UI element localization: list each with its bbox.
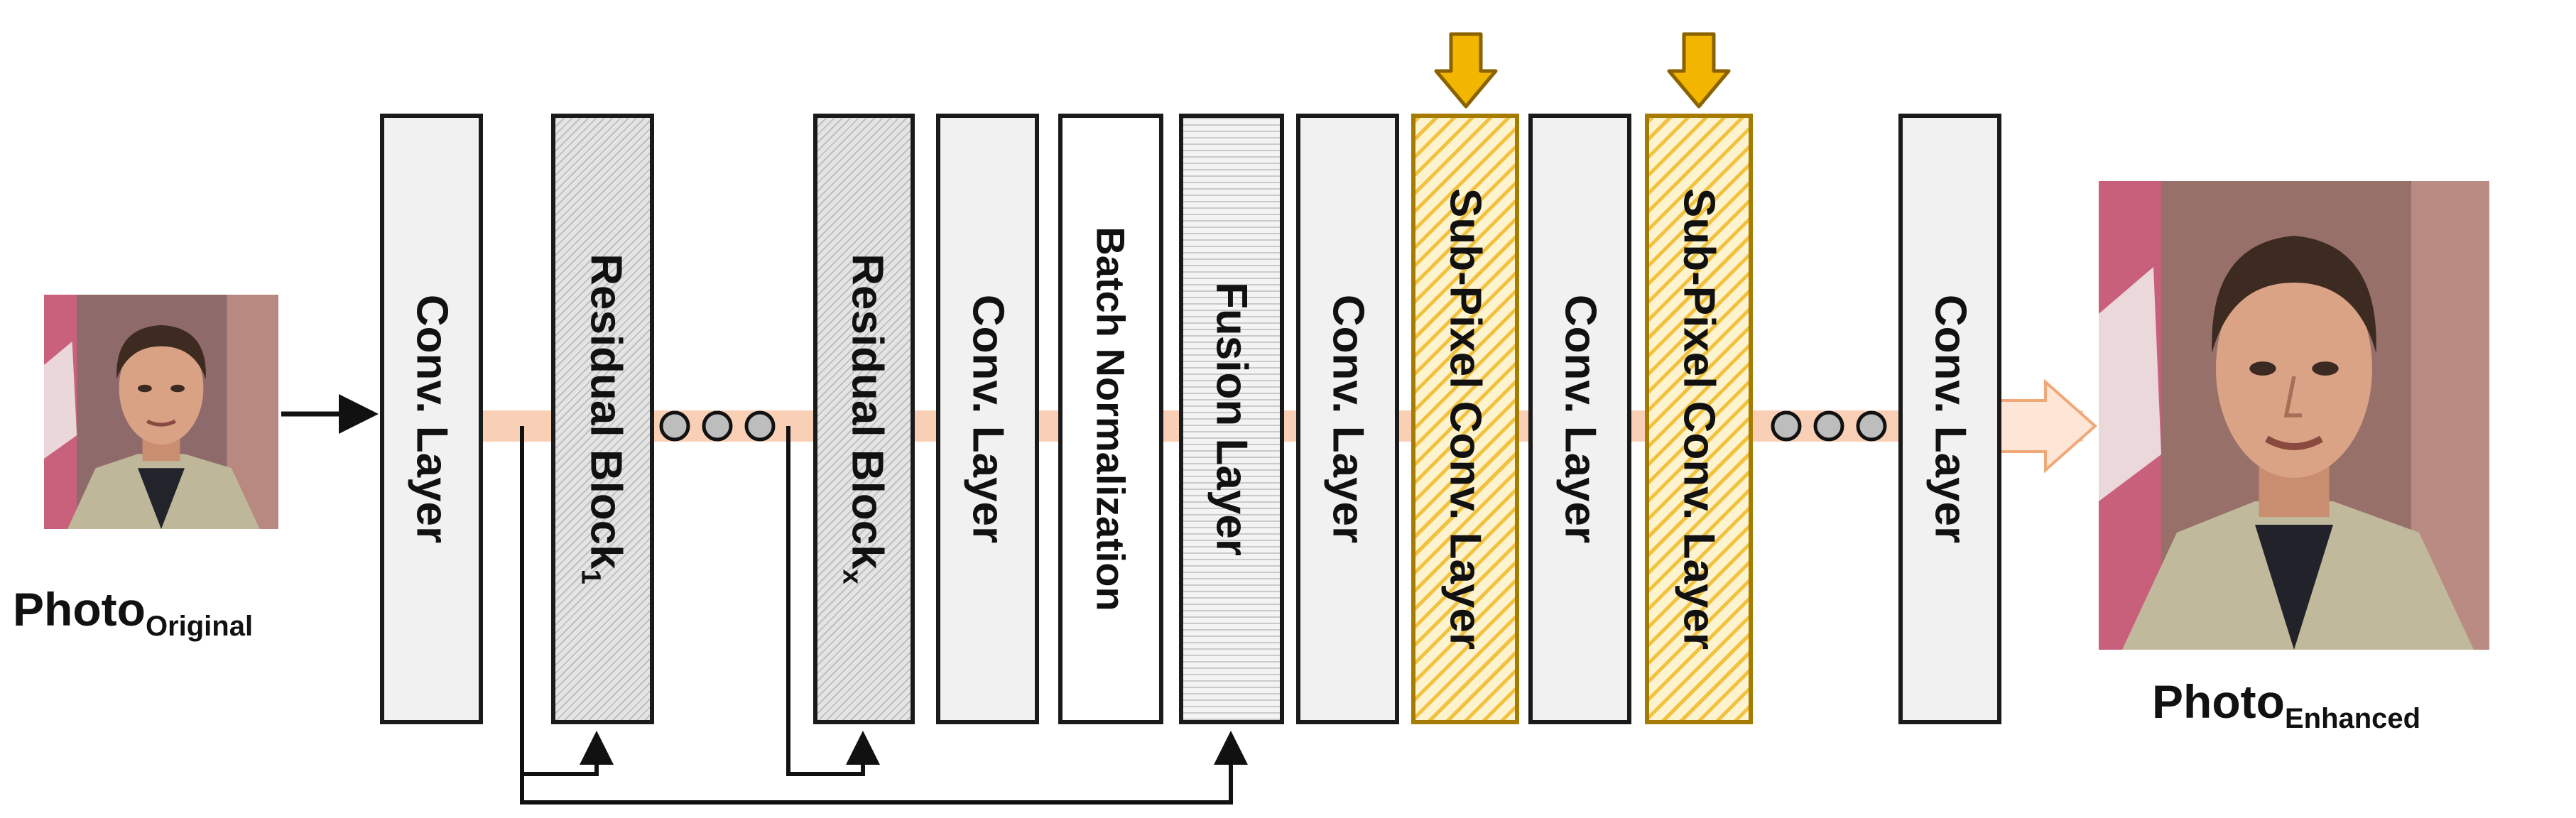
batch-normalization-block: Batch Normalization <box>1058 114 1163 724</box>
batch-normalization-label: Batch Normalization <box>1088 227 1134 611</box>
fusion-layer-block: Fusion Layer <box>1179 114 1284 724</box>
ellipsis-dots-2 <box>1771 410 1887 442</box>
conv-layer-label-5: Conv. Layer <box>1925 294 1974 544</box>
residual-block-1: Residual Block1 <box>551 114 654 724</box>
skip-connection-residual-x <box>786 426 880 776</box>
conv-layer-label-2: Conv. Layer <box>963 294 1012 544</box>
conv-layer-label-3: Conv. Layer <box>1323 294 1372 544</box>
subpixel-2-input-arrow <box>1667 32 1731 109</box>
conv-layer-block-1: Conv. Layer <box>380 114 483 724</box>
conv-layer-block-2: Conv. Layer <box>936 114 1039 724</box>
subpixel-conv-layer-label-2: Sub-Pixel Conv. Layer <box>1674 187 1724 650</box>
conv-layer-block-3: Conv. Layer <box>1296 114 1399 724</box>
ellipsis-dots-1 <box>659 410 776 442</box>
subpixel-conv-layer-block-1: Sub-Pixel Conv. Layer <box>1411 114 1519 724</box>
subpixel-conv-layer-block-2: Sub-Pixel Conv. Layer <box>1645 114 1753 724</box>
skip-connection-fusion <box>520 731 1248 805</box>
original-photo-caption: PhotoOriginal <box>13 583 254 642</box>
original-photo <box>44 295 278 529</box>
enhanced-photo <box>2099 181 2489 650</box>
enhanced-photo-caption: PhotoEnhanced <box>2152 675 2421 734</box>
conv-layer-block-4: Conv. Layer <box>1528 114 1631 724</box>
residual-block-label-x: Residual Blockx <box>836 253 892 584</box>
residual-block-x: Residual Blockx <box>813 114 915 724</box>
skip-connection-residual-1 <box>520 426 614 776</box>
conv-layer-label-1: Conv. Layer <box>407 294 456 544</box>
flow-output-arrow <box>1994 378 2098 474</box>
conv-layer-block-5: Conv. Layer <box>1898 114 2001 724</box>
subpixel-conv-layer-label-1: Sub-Pixel Conv. Layer <box>1440 187 1490 650</box>
subpixel-1-input-arrow <box>1434 32 1498 109</box>
conv-layer-label-4: Conv. Layer <box>1555 294 1604 544</box>
residual-block-label-1: Residual Block1 <box>575 253 631 584</box>
fusion-layer-label: Fusion Layer <box>1207 282 1256 556</box>
